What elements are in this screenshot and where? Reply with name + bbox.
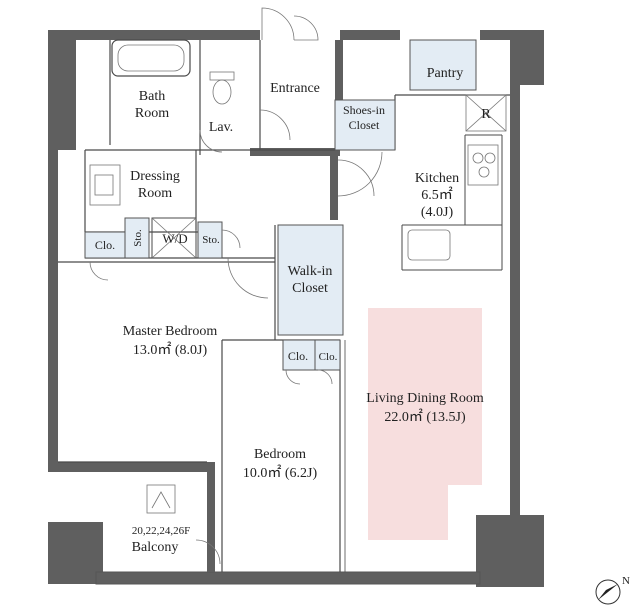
label-balcony-floors: 20,22,24,26F [132, 525, 190, 537]
closet-mid-door-2 [317, 369, 333, 385]
vanity-basin [94, 174, 114, 196]
label-bath-line1: Bath [139, 89, 165, 104]
label-walkin-line2: Closet [292, 281, 328, 296]
closet-mid-2-box [314, 339, 341, 371]
burner [472, 152, 484, 164]
compass-needle [598, 584, 618, 600]
label-living-area: 22.0㎡ (13.5J) [384, 409, 466, 425]
wall-segment [48, 30, 110, 40]
labels: Bath Room Lav. Entrance Shoes-in Closet … [95, 66, 492, 555]
washer-dryer-box [151, 217, 197, 259]
label-kitchen-jo: (4.0J) [421, 205, 454, 220]
room-outlines [58, 40, 510, 572]
entrance-door-2 [293, 15, 319, 41]
vanity [89, 164, 121, 206]
label-entrance: Entrance [270, 81, 320, 96]
wall-left [48, 150, 58, 470]
dressing-door [199, 129, 223, 153]
label-kitchen: Kitchen [415, 171, 459, 186]
bathtub-inner [117, 44, 185, 72]
toilet-tank [209, 71, 235, 81]
burner [484, 152, 496, 164]
label-lavatory: Lav. [209, 120, 233, 135]
wall-shoes-left [335, 40, 343, 100]
label-closet-mid-1: Clo. [288, 349, 308, 363]
closet-left-box [84, 231, 126, 259]
balcony-hatch-arrow [151, 491, 171, 509]
wall-right [510, 85, 520, 525]
label-bath-line2: Room [135, 106, 169, 121]
label-living-dining: Living Dining Room [366, 391, 484, 406]
label-closet-mid-2: Clo. [319, 351, 338, 363]
wall-entrance-bottom [250, 148, 340, 156]
label-storage-1: Sto. [132, 229, 144, 247]
fixtures [89, 39, 507, 261]
column-bottom-right [476, 515, 544, 587]
hall-door [337, 159, 375, 197]
label-bedroom-area: 10.0㎡ (6.2J) [243, 465, 318, 481]
wall-bedroom-left [207, 462, 215, 572]
label-washer-dryer: W/D [162, 231, 187, 246]
closets [84, 39, 477, 371]
wall-walkin-top [330, 150, 338, 220]
label-master-area: 13.0㎡ (8.0J) [133, 342, 208, 358]
label-bedroom: Bedroom [254, 447, 306, 462]
toilet-bowl [212, 79, 232, 105]
north-arrow-icon: N [595, 575, 630, 605]
master-door [227, 257, 269, 299]
pantry-box [409, 39, 477, 91]
living-highlight [368, 308, 482, 540]
storage-door [221, 229, 241, 249]
closet-left-door [89, 261, 109, 281]
closet-mid-1-box [282, 339, 316, 371]
compass-ring [595, 579, 621, 605]
wall-top-bath [110, 30, 206, 40]
burner [478, 166, 490, 178]
walkin-closet-box [277, 224, 344, 336]
label-dressing-line1: Dressing [130, 169, 180, 184]
label-refrigerator: R [481, 107, 491, 122]
wall-top-lav [200, 30, 260, 40]
kitchen-sink [407, 229, 451, 261]
label-pantry: Pantry [427, 66, 464, 81]
column-top-right [510, 30, 544, 85]
label-closet-left: Clo. [95, 238, 115, 252]
label-kitchen-area: 6.5㎡ [421, 187, 453, 203]
balcony-door [195, 539, 221, 565]
storage-2-box [197, 221, 223, 259]
compass-n: N [622, 575, 630, 587]
label-dressing-line2: Room [138, 186, 172, 201]
label-shoes-line2: Closet [349, 118, 380, 132]
bathtub [111, 39, 191, 77]
wall-top-shoes [340, 30, 400, 40]
fridge-diag [465, 94, 507, 132]
label-shoes-line1: Shoes-in [343, 103, 385, 117]
balcony-hatch [146, 484, 176, 514]
column-top-left [48, 30, 76, 150]
shoes-closet-box [334, 99, 396, 151]
refrigerator-box [465, 94, 507, 132]
closet-mid-door [285, 369, 301, 385]
storage-1-box [124, 217, 150, 259]
column-bottom-left [48, 522, 103, 584]
entrance-door [261, 7, 295, 41]
walls [48, 30, 544, 587]
label-storage-2: Sto. [202, 234, 220, 246]
kitchen-door [337, 151, 383, 197]
wall-balcony-top [48, 462, 208, 472]
doors [89, 7, 383, 565]
window-sill-bottom [95, 571, 481, 585]
lav-door [259, 109, 291, 141]
wd-diag [151, 217, 197, 259]
label-master-bedroom: Master Bedroom [123, 324, 218, 339]
label-balcony: Balcony [132, 540, 179, 555]
label-walkin-line1: Walk-in [288, 264, 333, 279]
stove [467, 144, 499, 186]
